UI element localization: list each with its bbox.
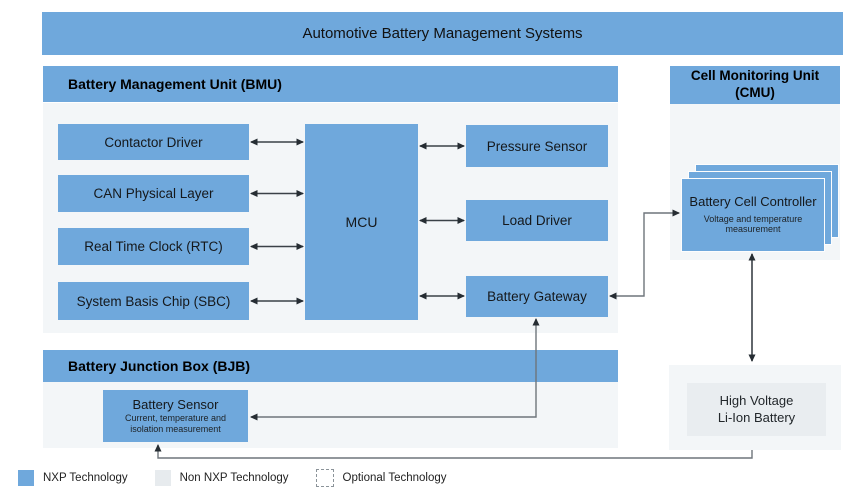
cmu-section-title-line1: Cell Monitoring Unit [690,68,820,84]
pressure-sensor-label: Pressure Sensor [486,138,588,154]
contactor-driver-block: Contactor Driver [58,124,249,160]
battery-sensor-block: Battery Sensor Current, temperature and … [103,390,248,442]
system-basis-chip-label: System Basis Chip (SBC) [76,293,231,309]
load-driver-label: Load Driver [502,213,572,228]
diagram-title-banner: Automotive Battery Management Systems [42,12,843,55]
legend-label-non-nxp: Non NXP Technology [179,472,289,484]
mcu-block: MCU [305,124,418,320]
battery-cell-controller-block: Battery Cell Controller Voltage and temp… [681,178,825,252]
contactor-driver-label: Contactor Driver [104,134,203,150]
nxp-technology-swatch-icon [18,470,34,486]
cmu-section-header: Cell Monitoring Unit (CMU) [670,66,840,104]
diagram-title: Automotive Battery Management Systems [302,25,583,42]
battery-gateway-label: Battery Gateway [487,289,587,304]
legend-item-non-nxp: Non NXP Technology [154,470,289,486]
optional-technology-swatch-icon [315,469,334,487]
can-physical-layer-block: CAN Physical Layer [58,175,249,212]
high-voltage-battery-block: High Voltage Li-Ion Battery [687,383,826,436]
pressure-sensor-block: Pressure Sensor [466,125,608,167]
high-voltage-battery-label-line2: Li-Ion Battery [717,409,796,425]
load-driver-block: Load Driver [466,200,608,241]
non-nxp-technology-swatch-icon [154,470,171,486]
legend-label-optional: Optional Technology [342,472,447,484]
high-voltage-battery-label-line1: High Voltage [719,392,794,408]
legend-item-optional: Optional Technology [315,469,447,487]
mcu-label: MCU [345,214,378,230]
battery-cell-controller-label: Battery Cell Controller [689,193,817,209]
can-physical-layer-label: CAN Physical Layer [93,186,214,201]
legend: NXP Technology Non NXP Technology Option… [18,469,474,487]
system-basis-chip-block: System Basis Chip (SBC) [58,282,249,320]
battery-sensor-sublabel: Current, temperature and isolation measu… [124,413,227,434]
legend-item-nxp: NXP Technology [18,470,128,486]
legend-label-nxp: NXP Technology [43,472,128,484]
battery-cell-controller-sublabel: Voltage and temperature measurement [703,213,803,235]
battery-sensor-label: Battery Sensor [132,397,219,413]
real-time-clock-block: Real Time Clock (RTC) [58,228,249,265]
cmu-section-title-line2: (CMU) [735,85,775,100]
bmu-section-header: Battery Management Unit (BMU) [43,66,618,102]
real-time-clock-label: Real Time Clock (RTC) [84,239,223,254]
bmu-section-title: Battery Management Unit (BMU) [68,76,282,92]
connector-gateway-cell-controller [609,209,680,300]
bjb-section-title: Battery Junction Box (BJB) [68,358,251,374]
bjb-section-header: Battery Junction Box (BJB) [43,350,618,382]
battery-gateway-block: Battery Gateway [466,276,608,317]
